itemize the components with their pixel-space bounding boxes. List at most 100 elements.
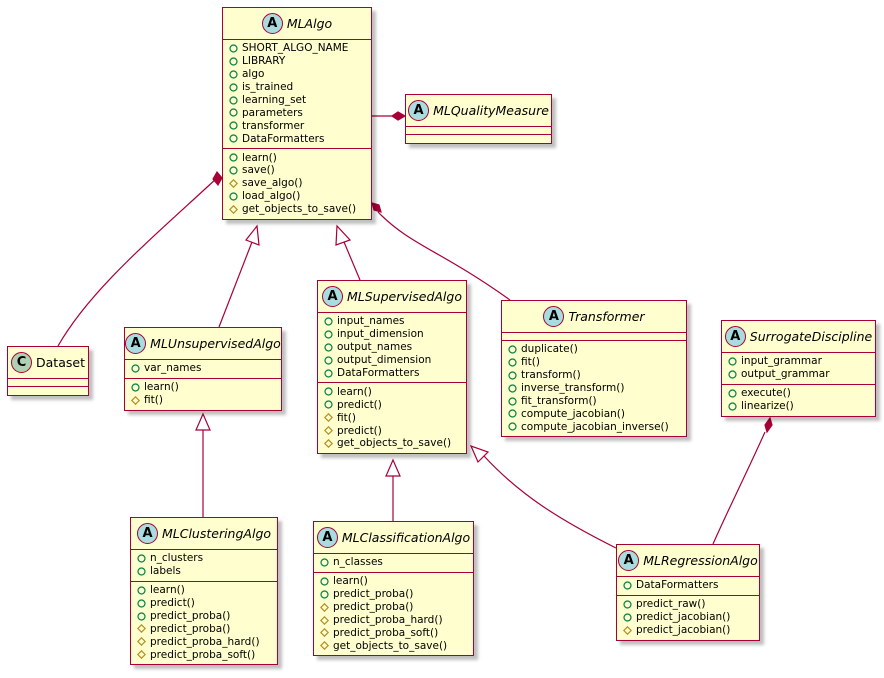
attributes-section: DataFormatters [617,577,759,596]
method-name: predict_proba_hard() [333,614,443,626]
methods-section: learn()predict()predict_proba()predict_p… [131,582,277,664]
attribute-row: transformer [229,119,371,132]
method-row: transform() [508,369,686,382]
attribute-row: learning_set [229,94,371,107]
methods-section: execute()linearize() [722,385,875,416]
method-row: compute_jacobian_inverse() [508,420,686,433]
class-badge-icon: C [11,352,33,373]
method-name: predict_proba() [333,588,414,601]
attribute-row: input_names [324,315,466,328]
method-name: fit() [337,411,356,424]
public-visibility-icon [508,345,517,354]
method-row: load_algo() [229,190,371,203]
method-row: duplicate() [508,343,686,356]
method-row: predict_jacobian() [623,611,759,624]
method-row: fit() [324,411,466,424]
public-visibility-icon [229,108,238,117]
public-visibility-icon [508,409,517,418]
method-row: get_objects_to_save() [320,639,473,652]
protected-visibility-icon [324,426,333,436]
attributes-section: var_names [125,360,281,379]
attribute-name: input_dimension [337,328,424,341]
protected-visibility-icon [131,395,140,405]
method-row: get_objects_to_save() [229,203,371,216]
method-name: learn() [144,381,179,394]
method-name: predict_proba_soft() [333,626,439,639]
protected-visibility-icon [137,637,146,647]
method-row: predict_proba() [137,622,277,635]
attribute-name: learning_set [242,94,307,106]
attribute-name: input_grammar [741,355,822,368]
method-row: predict_proba_hard() [320,614,473,627]
public-visibility-icon [508,396,517,406]
inheritance-mlsupervised-mlalgo [343,241,361,281]
protected-visibility-icon [324,438,333,448]
public-visibility-icon [324,400,333,409]
method-row: get_objects_to_save() [324,437,466,450]
composition-diamond-icon [371,202,382,213]
method-row: fit() [131,394,281,407]
method-name: linearize() [741,400,794,413]
method-row: predict() [324,424,466,437]
public-visibility-icon [137,567,146,576]
method-row: learn() [137,584,277,597]
method-row: execute() [728,387,875,400]
attribute-row: output_grammar [728,368,875,381]
method-row: inverse_transform() [508,382,686,395]
attributes-section: n_classes [314,554,473,573]
abstract-class-badge-icon: A [136,523,158,544]
method-name: learn() [242,151,277,164]
attribute-row: input_dimension [324,328,466,341]
attribute-row: output_dimension [324,354,466,367]
inheritance-mlregression-mlsupervised [483,455,617,549]
attribute-name: n_clusters [150,552,204,565]
method-name: learn() [150,584,185,597]
method-row: predict_jacobian() [623,624,759,637]
public-visibility-icon [324,343,333,352]
method-name: compute_jacobian() [521,407,625,420]
method-row: learn() [229,151,371,164]
method-name: load_algo() [242,190,301,203]
method-name: predict_proba() [333,601,414,614]
abstract-class-badge-icon: A [125,333,147,354]
attribute-name: output_dimension [337,354,432,367]
method-row: predict_proba() [137,610,277,623]
abstract-class-badge-icon: A [316,527,338,548]
composition-mlalgo-transformer [377,211,511,301]
protected-visibility-icon [320,602,329,612]
public-visibility-icon [131,364,140,373]
method-row: predict() [324,398,466,411]
composition-diamond-icon [212,170,223,187]
class-name: MLUnsupervisedAlgo [150,336,281,351]
methods-section: learn()predict_proba()predict_proba()pre… [314,573,473,655]
method-name: predict_jacobian() [636,624,731,637]
attribute-name: labels [150,565,181,578]
protected-visibility-icon [320,615,329,625]
class-name: MLSupervisedAlgo [347,289,462,304]
method-row: predict_proba_soft() [137,648,277,661]
abstract-class-badge-icon: A [543,306,565,327]
protected-visibility-icon [324,413,333,423]
public-visibility-icon [324,387,333,396]
public-visibility-icon [229,44,238,53]
